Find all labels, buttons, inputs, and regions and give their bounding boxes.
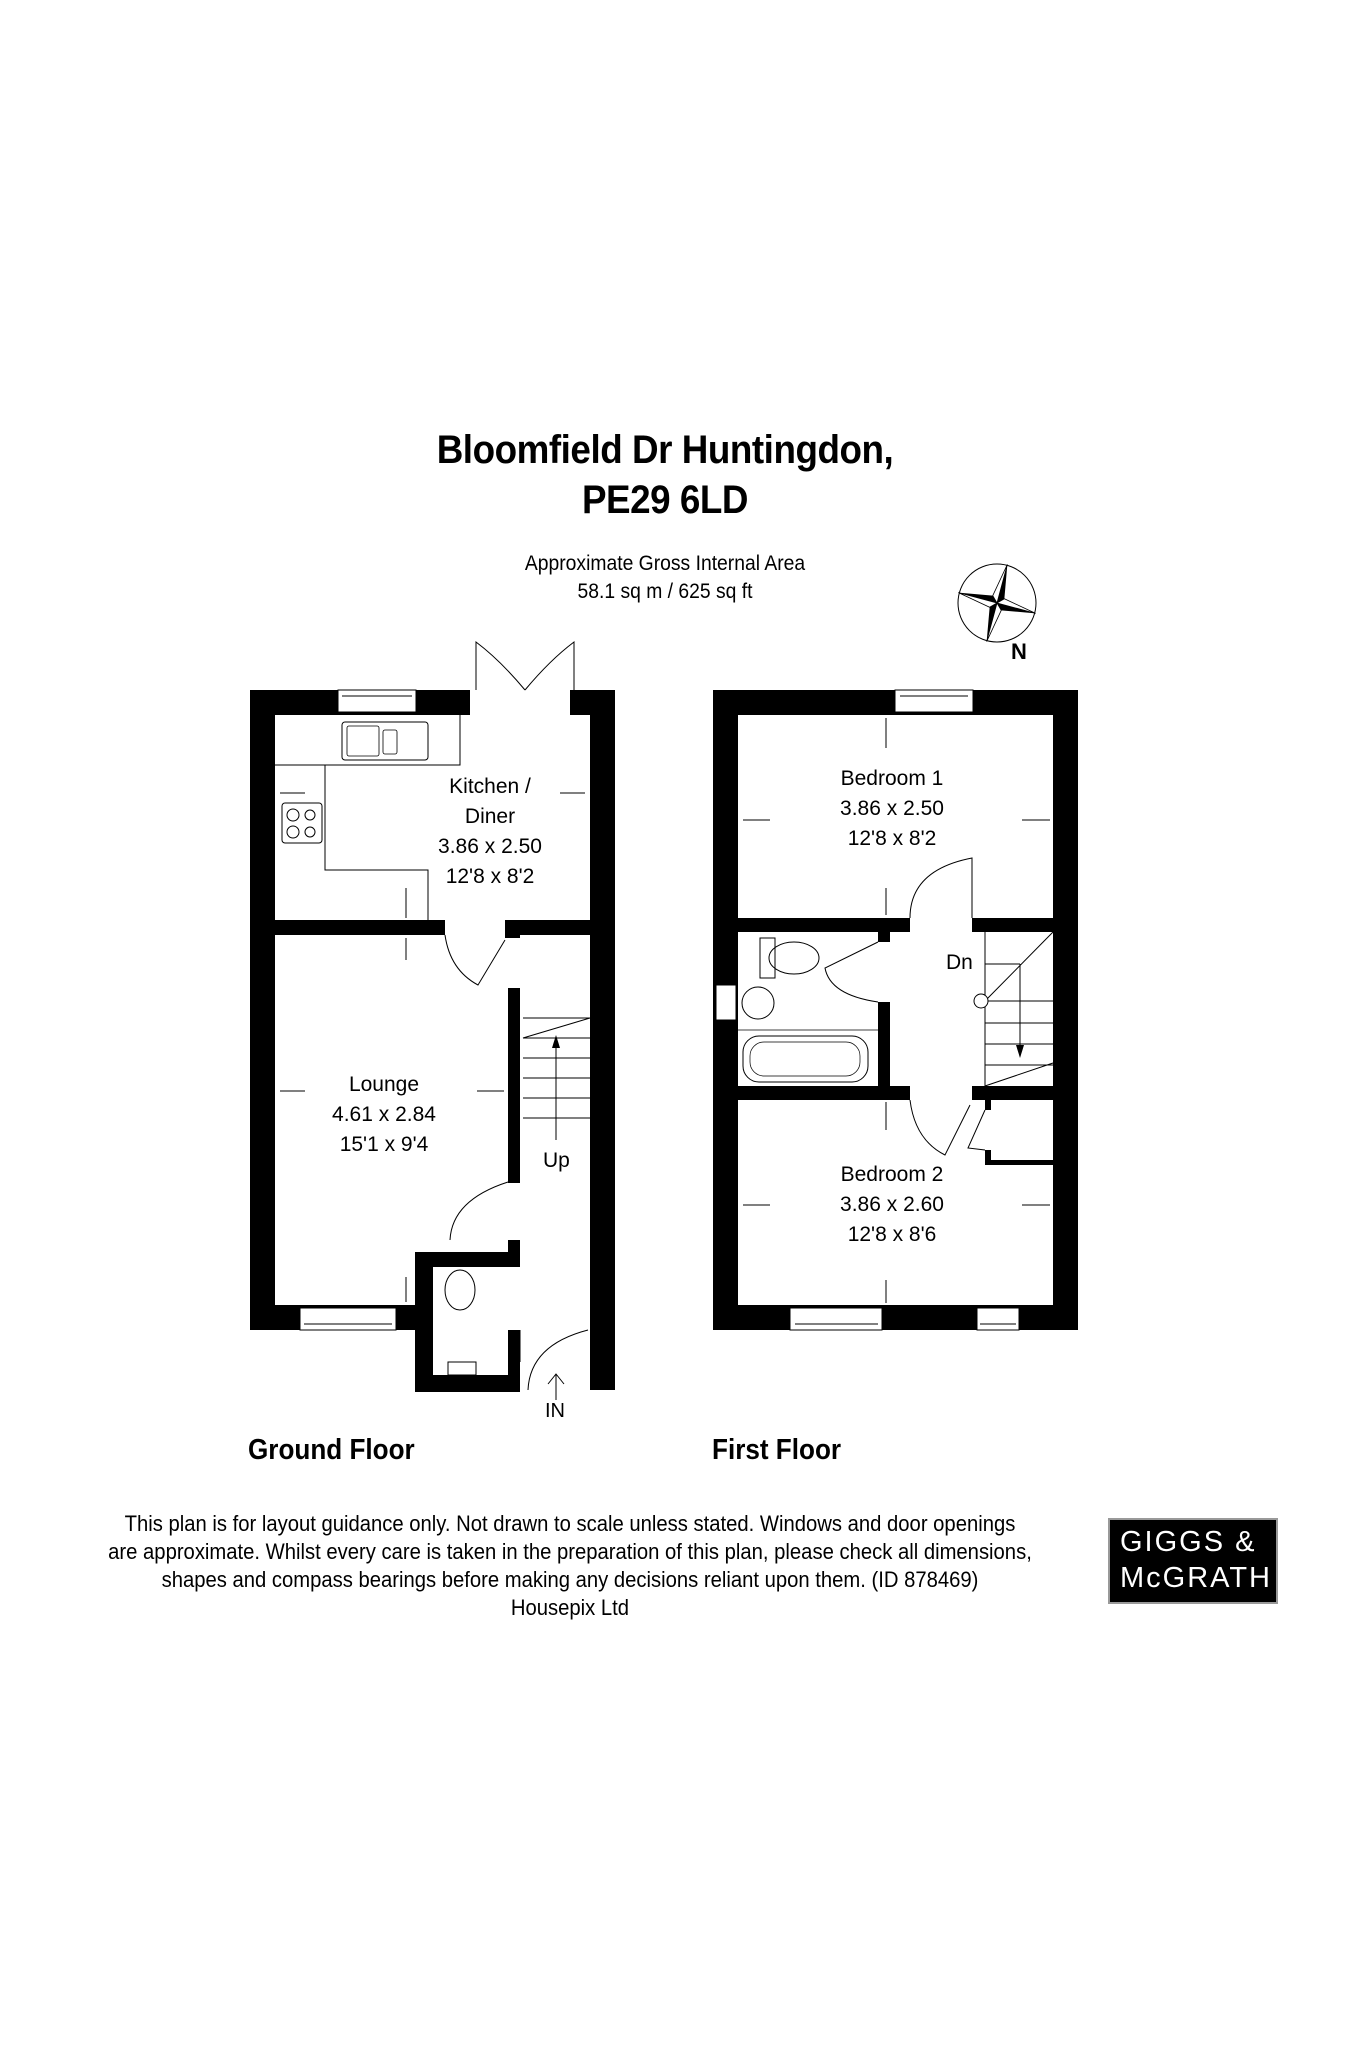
- room-name: Diner: [464, 805, 516, 828]
- room-dimensions-imperial: 12'8 x 8'2: [847, 827, 937, 850]
- room-dimensions-imperial: 12'8 x 8'6: [847, 1223, 937, 1246]
- room-kitchen-diner: Kitchen / Diner 3.86 x 2.50 12'8 x 8'2: [420, 772, 560, 892]
- room-dimensions-imperial: 12'8 x 8'2: [445, 865, 535, 888]
- room-dimensions-imperial: 15'1 x 9'4: [339, 1133, 429, 1156]
- logo-line: GIGGS &: [1120, 1526, 1257, 1558]
- ground-floor-plan: [250, 640, 615, 1400]
- plan-title-address: Bloomfield Dr Huntingdon,: [436, 428, 894, 472]
- sink-icon: [341, 721, 429, 761]
- first-floor-label: First Floor: [712, 1434, 842, 1466]
- agency-logo: GIGGS & McGRATH: [1108, 1518, 1278, 1604]
- disclaimer-line: This plan is for layout guidance only. N…: [124, 1511, 1016, 1536]
- room-name: Lounge: [348, 1073, 420, 1096]
- room-bedroom-2: Bedroom 2 3.86 x 2.60 12'8 x 8'6: [822, 1160, 962, 1250]
- room-dimensions-metric: 3.86 x 2.60: [840, 1193, 944, 1216]
- room-bedroom-1: Bedroom 1 3.86 x 2.50 12'8 x 8'2: [822, 764, 962, 854]
- stairs-down-label: Dn: [946, 951, 973, 974]
- room-dimensions-metric: 3.86 x 2.50: [438, 835, 542, 858]
- first-floor-plan: [713, 689, 1078, 1331]
- disclaimer-line: shapes and compass bearings before makin…: [161, 1567, 979, 1592]
- plan-title-postcode: PE29 6LD: [581, 478, 749, 522]
- logo-line: McGRATH: [1120, 1562, 1273, 1594]
- ground-floor-label: Ground Floor: [248, 1434, 415, 1466]
- area-value: 58.1 sq m / 625 sq ft: [577, 580, 753, 603]
- area-label: Approximate Gross Internal Area: [524, 552, 806, 575]
- hob-icon: [281, 802, 323, 844]
- disclaimer-line: are approximate. Whilst every care is ta…: [108, 1539, 1032, 1564]
- room-dimensions-metric: 3.86 x 2.50: [840, 797, 944, 820]
- entrance-label: IN: [545, 1400, 565, 1422]
- room-name: Kitchen /: [449, 775, 531, 798]
- compass-north-label: N: [1011, 639, 1027, 664]
- room-name: Bedroom 2: [840, 1163, 944, 1186]
- room-name: Bedroom 1: [840, 767, 944, 790]
- stairs-up-label: Up: [543, 1149, 570, 1172]
- disclaimer: This plan is for layout guidance only. N…: [73, 1510, 1067, 1622]
- compass-rose-icon: N: [957, 563, 1037, 664]
- room-lounge: Lounge 4.61 x 2.84 15'1 x 9'4: [314, 1070, 454, 1160]
- room-dimensions-metric: 4.61 x 2.84: [332, 1103, 436, 1126]
- disclaimer-line: Housepix Ltd: [510, 1595, 630, 1620]
